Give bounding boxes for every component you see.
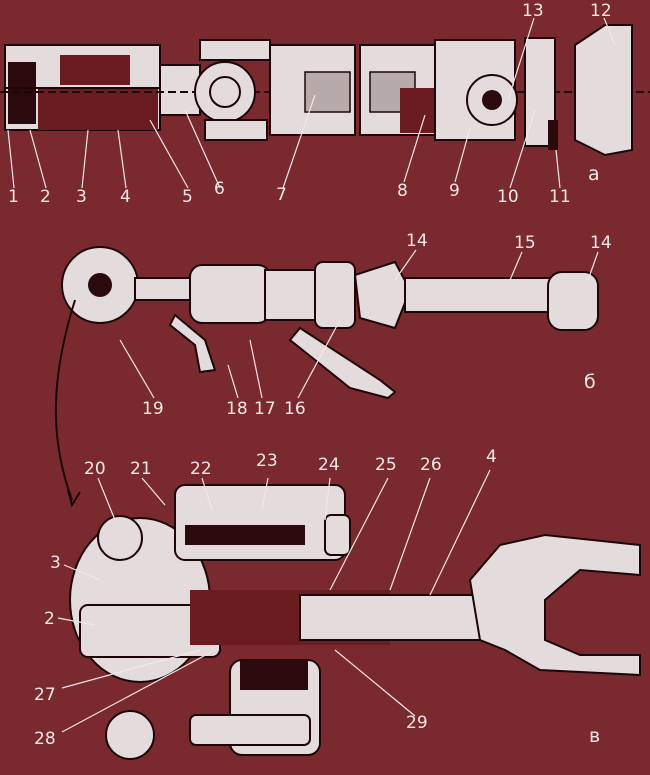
callout-4-joint: 4 <box>486 447 497 467</box>
callout-3: 3 <box>76 187 87 207</box>
callout-14-left: 14 <box>406 231 428 251</box>
callout-16: 16 <box>284 399 306 419</box>
section-label-a: а <box>588 163 600 185</box>
callout-2-joint: 2 <box>44 609 55 629</box>
callout-11: 11 <box>549 187 571 207</box>
callout-7: 7 <box>276 185 287 205</box>
callout-22: 22 <box>190 459 212 479</box>
callout-8: 8 <box>397 181 408 201</box>
figure-a-shaft-section <box>0 24 650 157</box>
callout-9: 9 <box>449 181 460 201</box>
callout-28: 28 <box>34 729 56 749</box>
section-label-b: б <box>584 371 596 393</box>
callout-20: 20 <box>84 459 106 479</box>
callout-5: 5 <box>182 187 193 207</box>
callout-21: 21 <box>130 459 152 479</box>
callout-19: 19 <box>142 399 164 419</box>
callout-24: 24 <box>318 455 340 475</box>
callout-4: 4 <box>120 187 131 207</box>
callout-18: 18 <box>226 399 248 419</box>
figure-c-joint-detail <box>69 484 641 760</box>
callout-14-right: 14 <box>590 233 612 253</box>
callout-3-joint: 3 <box>50 553 61 573</box>
callout-13: 13 <box>522 1 544 21</box>
callout-10: 10 <box>497 187 519 207</box>
figure-a-labels: 1 2 3 4 5 6 7 8 9 10 11 12 13 а <box>7 1 616 207</box>
callout-2: 2 <box>40 187 51 207</box>
callout-15: 15 <box>514 233 536 253</box>
callout-25: 25 <box>375 455 397 475</box>
figure-b-labels: 14 15 14 19 18 17 16 б <box>119 231 612 419</box>
callout-23: 23 <box>256 451 278 471</box>
callout-6: 6 <box>214 179 225 199</box>
figure-c-labels: 20 21 22 23 24 25 26 4 3 2 27 28 29 в <box>34 447 600 749</box>
callout-27: 27 <box>34 685 56 705</box>
callout-26: 26 <box>420 455 442 475</box>
callout-17: 17 <box>254 399 276 419</box>
figure-b-shaft-view <box>54 246 599 508</box>
callout-29: 29 <box>406 713 428 733</box>
section-label-v: в <box>589 725 600 747</box>
callout-1: 1 <box>8 187 19 207</box>
callout-12: 12 <box>590 1 612 21</box>
